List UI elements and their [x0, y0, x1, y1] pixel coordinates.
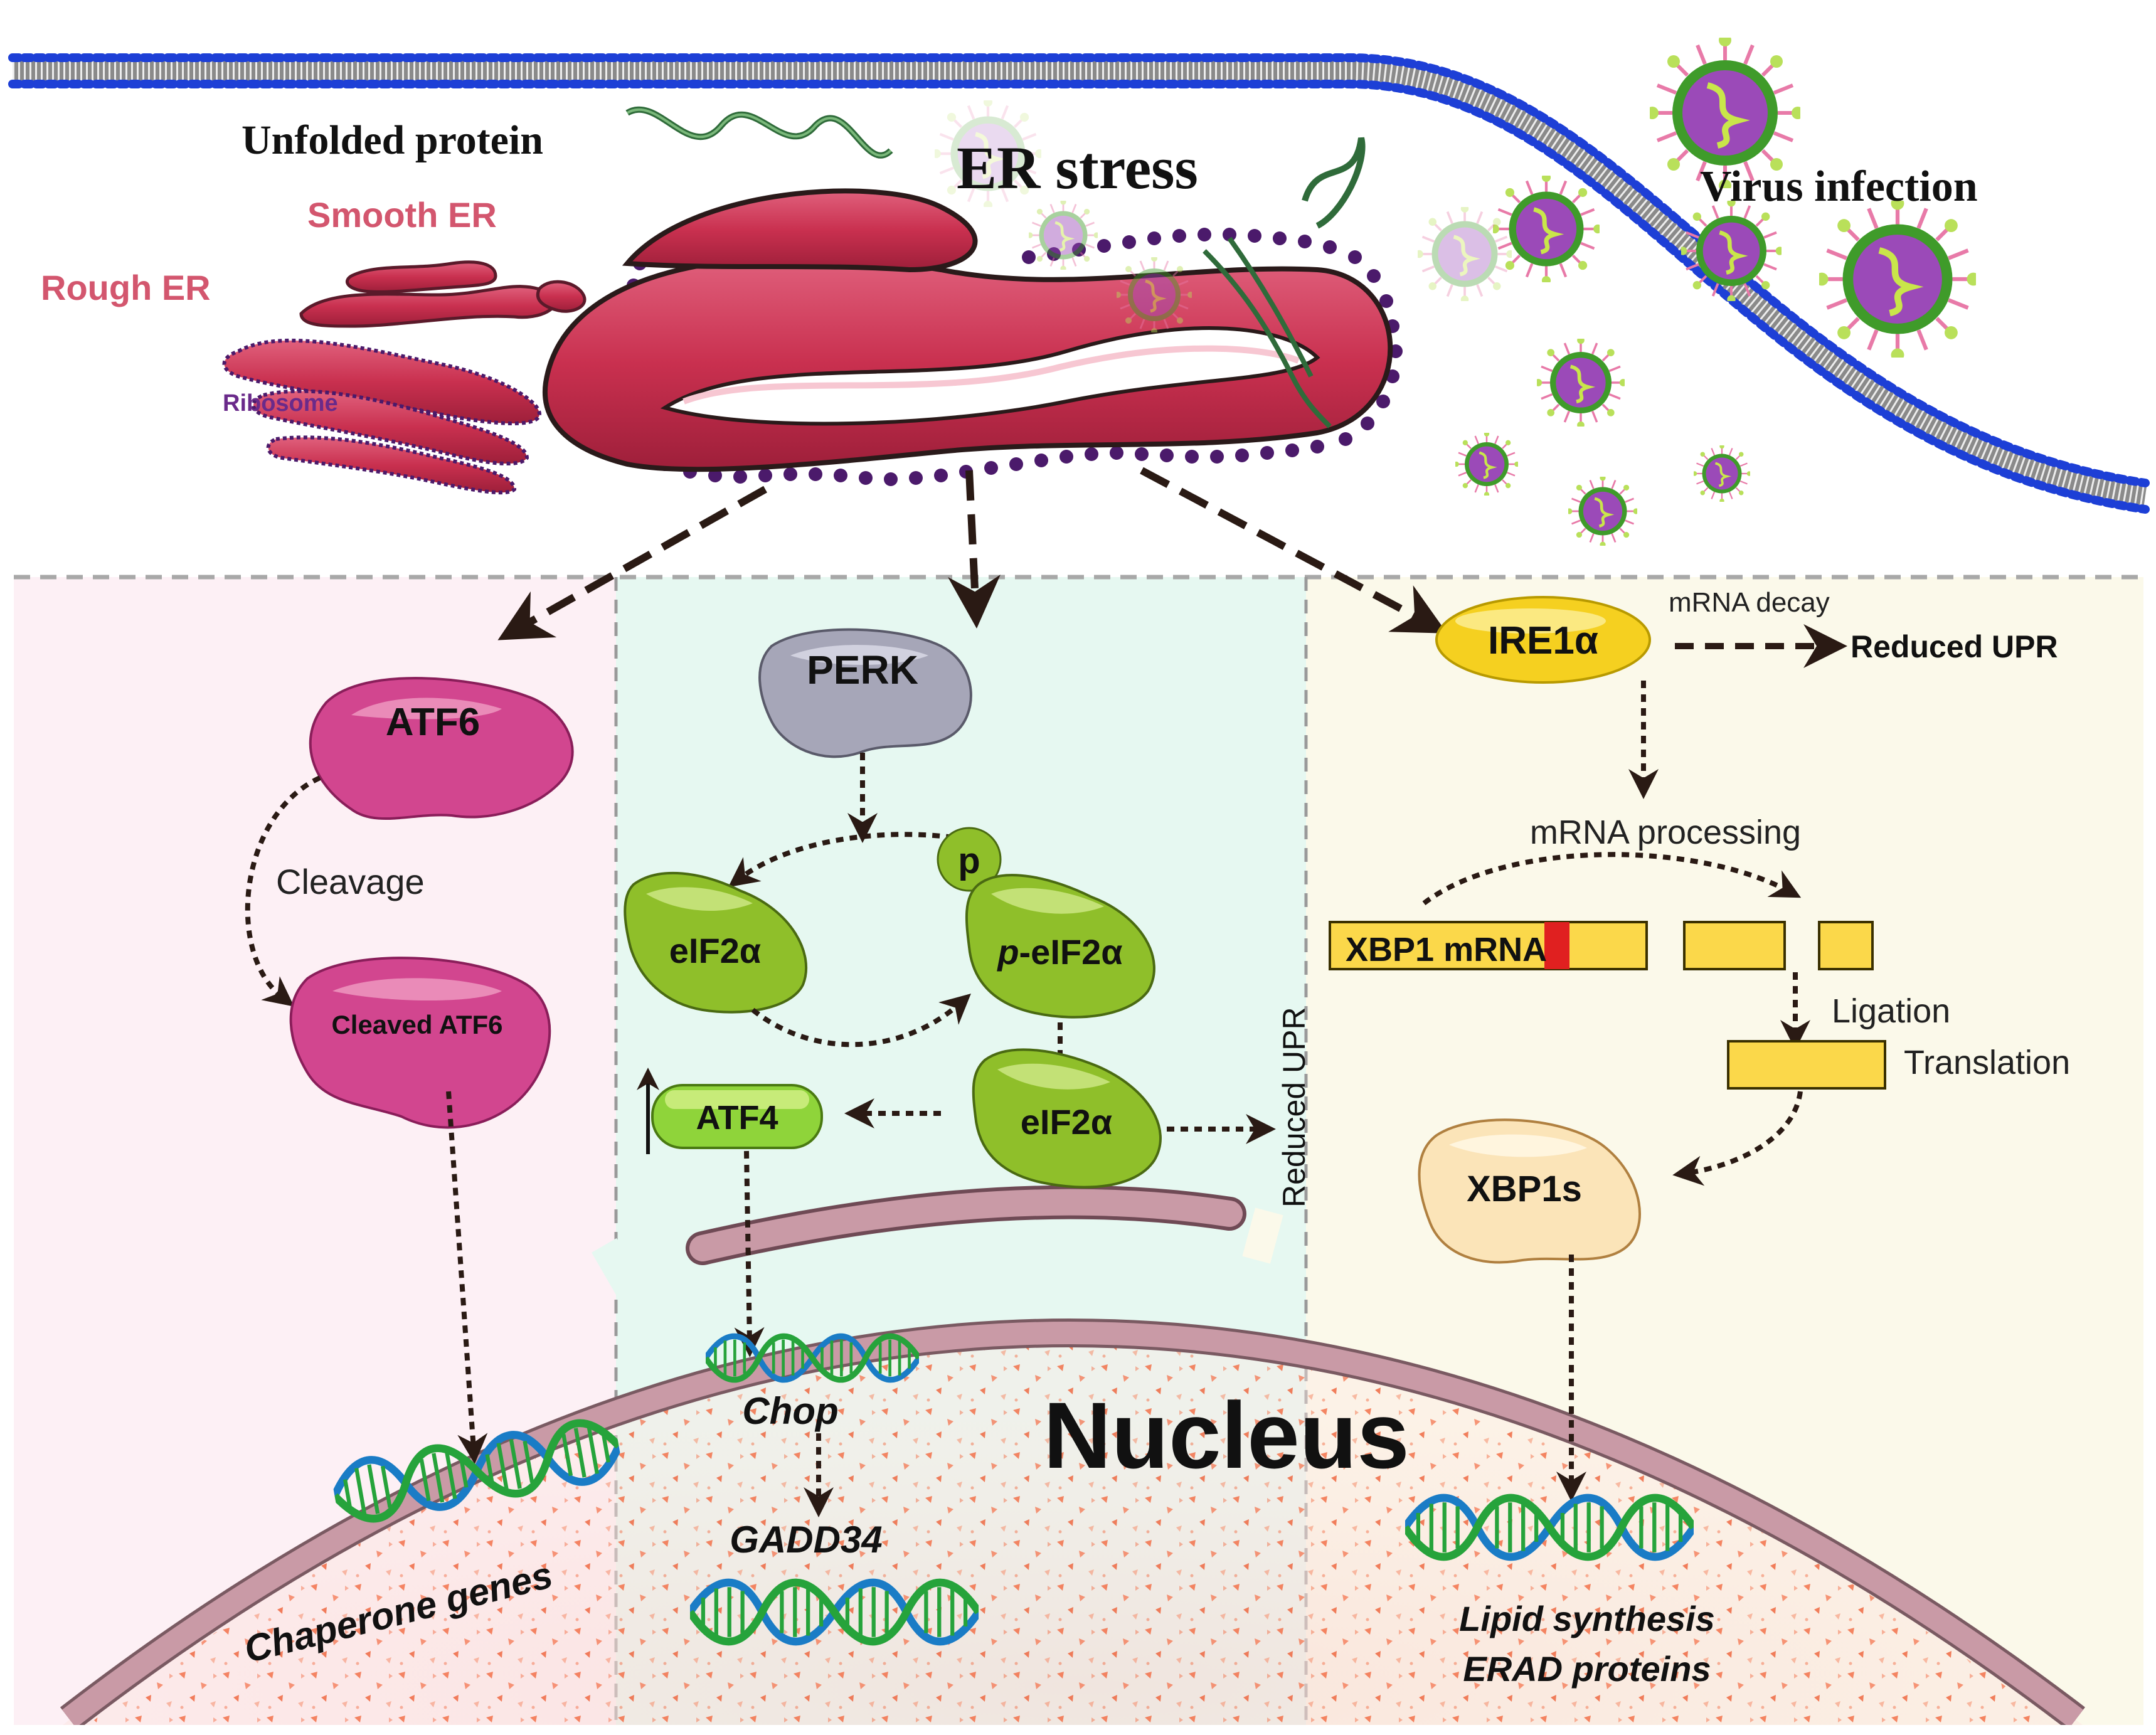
gadd34-label: GADD34	[730, 1519, 882, 1561]
unfolded-protein-label: Unfolded protein	[242, 117, 543, 163]
xbp1s-protein	[1418, 1118, 1641, 1264]
atf4-protein	[651, 1084, 823, 1149]
xbp1s-label: XBP1s	[1467, 1169, 1582, 1209]
ire1a-protein	[1435, 596, 1651, 684]
nucleus-label: Nucleus	[1043, 1382, 1410, 1488]
xbp1-spliced-box	[1727, 1040, 1886, 1090]
p-eif2a-protein	[965, 874, 1155, 1019]
xbp1-mrna-label: XBP1 mRNA	[1346, 931, 1547, 968]
eif2a-to-perk-arrow	[728, 832, 954, 888]
er-organelle-icon	[222, 106, 1403, 495]
atf6-label: ATF6	[386, 701, 480, 744]
ligation-label: Ligation	[1832, 992, 1950, 1030]
reduced-upr-label: Reduced UPR	[1851, 629, 2058, 664]
erad-proteins-label: ERAD proteins	[1463, 1649, 1711, 1689]
eif2a-to-p-eif2a-arrow	[751, 994, 971, 1048]
reduced-upr-vertical-label: Reduced UPR	[1277, 1007, 1312, 1207]
eif2a-protein-2	[972, 1048, 1162, 1189]
cleavage-arrow	[245, 775, 321, 1007]
perk-protein	[758, 628, 972, 758]
cleaved-atf6-label: Cleaved ATF6	[331, 1010, 502, 1039]
splice-site	[1544, 922, 1569, 969]
smooth-er-label: Smooth ER	[307, 195, 497, 235]
lipid-synthesis-label: Lipid synthesis	[1459, 1599, 1715, 1638]
nucleus-speckles	[88, 1345, 2058, 1725]
atf6-protein	[309, 677, 574, 820]
ire1a-label: IRE1α	[1488, 619, 1598, 662]
eif2a-label: eIF2α	[669, 931, 761, 970]
branch-arrows	[497, 467, 1448, 640]
eif2a-protein	[624, 871, 807, 1014]
ribosome-label: Ribosome	[223, 390, 338, 417]
virus-infection-label: Virus infection	[1700, 162, 1978, 211]
rough-er-label: Rough ER	[41, 268, 211, 307]
mrna-decay-label: mRNA decay	[1669, 587, 1830, 618]
chop-label: Chop	[742, 1390, 838, 1432]
mrna-processing-label: mRNA processing	[1530, 814, 1801, 851]
p-eif2a-label: p-eIF2α	[996, 932, 1122, 972]
cleavage-label: Cleavage	[276, 862, 425, 901]
xbp1-exon-2	[1818, 921, 1874, 970]
atf4-label: ATF4	[696, 1099, 778, 1137]
cleaved-atf6-protein	[289, 957, 551, 1129]
translation-label: Translation	[1904, 1044, 2070, 1081]
phosphate-badge	[937, 827, 1002, 892]
perk-label: PERK	[807, 647, 918, 692]
p-eif2a-suffix: -eIF2α	[1019, 932, 1123, 972]
mrna-processing-arrow	[1422, 852, 1802, 906]
xbp1-mrna-box	[1329, 921, 1648, 970]
er-stress-label: ER stress	[957, 134, 1198, 201]
p-eif2a-prefix: p	[996, 932, 1019, 972]
eif2a-2-label: eIF2α	[1021, 1102, 1112, 1142]
xbp1-exon-1	[1683, 921, 1786, 970]
phosphate-label: p	[958, 841, 980, 881]
atf6-to-nucleus-arrow	[446, 1091, 488, 1464]
atf4-to-chop-arrow	[734, 1150, 765, 1357]
translation-arrow	[1672, 1091, 1803, 1186]
